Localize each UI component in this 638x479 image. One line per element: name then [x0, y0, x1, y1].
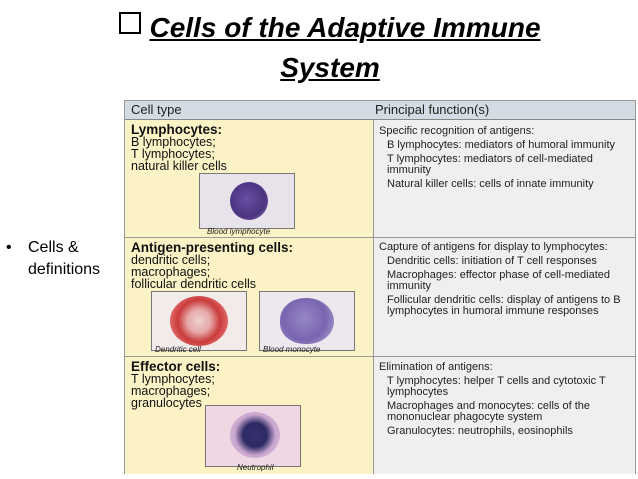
table-row-lymphocytes-types: Lymphocytes: B lymphocytes; T lymphocyte… — [131, 122, 227, 173]
table-row-apc-functions: Capture of antigens for display to lymph… — [379, 241, 621, 317]
title-line-2: System — [280, 52, 380, 83]
function-column — [374, 120, 635, 474]
bullet-text: Cells & definitions — [28, 239, 101, 278]
table-row-lymphocytes-functions: Specific recognition of antigens: B lymp… — [379, 125, 616, 190]
table-row-apc-types: Antigen-presenting cells: dendritic cell… — [131, 240, 294, 291]
image-caption: Neutrophil — [237, 463, 274, 472]
dendritic-cell-image — [151, 291, 247, 351]
row-divider — [125, 237, 635, 238]
image-caption: Blood monocyte — [263, 345, 321, 354]
table-row-effector-functions: Elimination of antigens: T lymphocytes: … — [379, 361, 606, 437]
neutrophil-image — [205, 405, 301, 467]
table-header: Cell type Principal function(s) — [125, 101, 635, 120]
col-header-cell-type: Cell type — [131, 102, 182, 117]
slide-title: Cells of the Adaptive Immune System — [70, 8, 590, 88]
col-header-function: Principal function(s) — [375, 102, 490, 117]
title-line-1: Cells of the Adaptive Immune — [149, 12, 541, 43]
row-divider — [125, 356, 635, 357]
bullet-dot-icon: • — [6, 239, 12, 256]
cell-table-figure: Cell type Principal function(s) Lymphocy… — [124, 100, 636, 474]
image-caption: Blood lymphocyte — [207, 227, 271, 236]
table-row-effector-types: Effector cells: T lymphocytes; macrophag… — [131, 359, 221, 410]
image-caption: Dendritic cell — [155, 345, 201, 354]
blood-monocyte-image — [259, 291, 355, 351]
blood-lymphocyte-image — [199, 173, 295, 229]
checkbox-bullet-icon — [119, 12, 142, 34]
